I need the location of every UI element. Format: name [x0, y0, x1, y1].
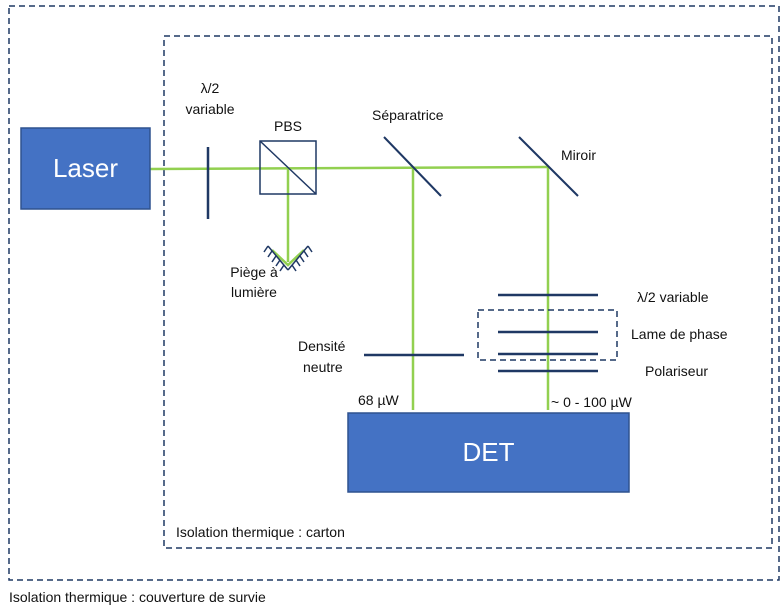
- half-wave-label-left-line2: variable: [185, 101, 235, 117]
- beam-splitter: [383, 136, 442, 197]
- phase-plate-label: Lame de phase: [631, 326, 728, 342]
- mirror: [518, 136, 579, 197]
- power-left-label: 68 µW: [358, 392, 399, 408]
- inner-isolation-border: [163, 35, 773, 549]
- outer-isolation-label: Isolation thermique : couverture de surv…: [9, 589, 266, 605]
- light-trap-label-line1: Piège à: [230, 264, 278, 280]
- pbs-cube: [259, 140, 317, 195]
- half-wave-label-right: λ/2 variable: [637, 289, 709, 305]
- laser-label: Laser: [52, 153, 119, 183]
- laser-beams: [149, 165, 550, 410]
- neutral-density-label-line2: neutre: [303, 359, 343, 375]
- polarizer-label: Polariseur: [645, 363, 709, 379]
- outer-isolation-border: [8, 5, 780, 581]
- inner-isolation-label: Isolation thermique : carton: [176, 524, 345, 540]
- light-trap-label-line2: lumière: [231, 284, 277, 300]
- main-beam: [149, 165, 549, 171]
- power-right-label: ~ 0 - 100 µW: [551, 394, 632, 410]
- miroir-label: Miroir: [561, 147, 596, 163]
- laser-box: [20, 127, 151, 210]
- phase-plate-group: [477, 309, 618, 361]
- pbs-label: PBS: [273, 118, 302, 134]
- det-label: DET: [462, 437, 515, 467]
- neutral-density-label-line1: Densité: [298, 338, 346, 354]
- det-box: [347, 412, 630, 493]
- half-wave-label-left-line1: λ/2: [200, 80, 220, 96]
- light-trap: [263, 245, 313, 272]
- separatrice-label: Séparatrice: [372, 107, 444, 123]
